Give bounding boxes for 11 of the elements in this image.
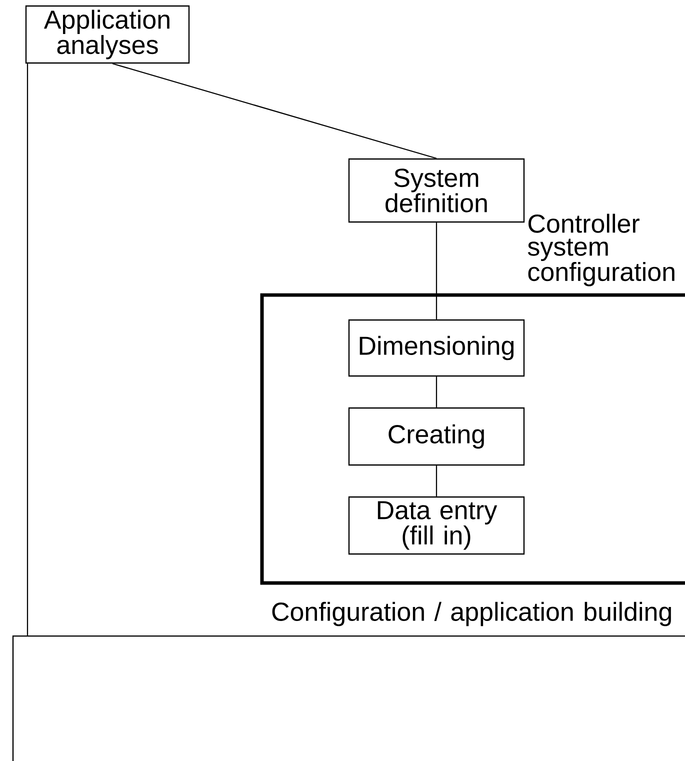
section-frame: Configuration / application building xyxy=(12,602,685,761)
connector-line xyxy=(436,376,438,408)
process-box: Creating xyxy=(348,407,525,466)
process-box: Data entry (fill in) xyxy=(348,496,525,555)
process-box: Application analyses xyxy=(25,5,190,64)
connector-line xyxy=(436,466,438,496)
connector-line xyxy=(26,64,28,636)
process-box: System definition xyxy=(348,158,525,223)
connector-line xyxy=(112,63,437,159)
connector-line xyxy=(436,222,438,320)
process-box: Dimensioning xyxy=(348,319,525,377)
